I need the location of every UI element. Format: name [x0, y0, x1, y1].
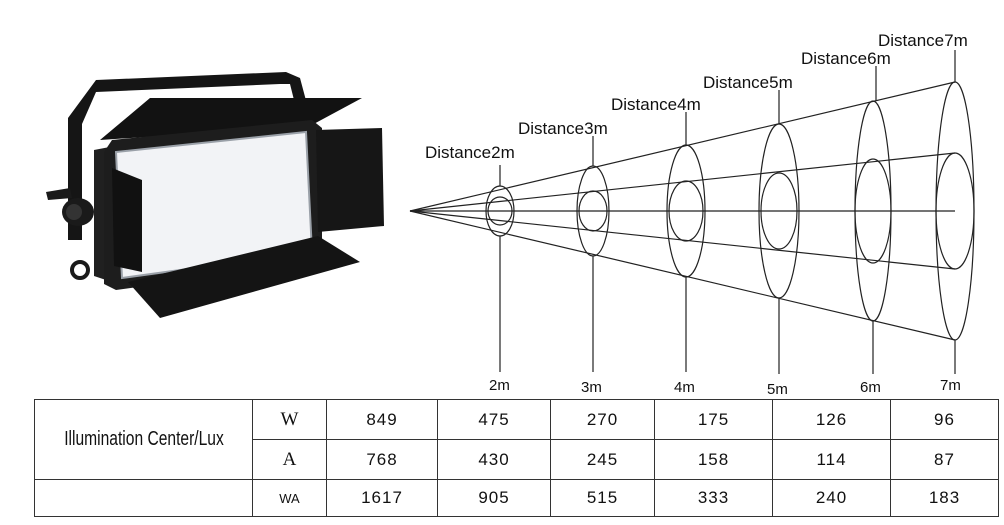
led-panel-light-image — [46, 72, 384, 318]
table-row-wa: WA 1617 905 515 333 240 183 — [34, 479, 999, 517]
inner-beam-ellipse — [668, 180, 704, 242]
distance-2m-group: Distance2m 2m — [425, 143, 515, 394]
beam-diagram: Distance2m 2m Distance3m 3m Distance4m 4… — [409, 31, 975, 398]
distance-3m-group: Distance3m 3m — [518, 119, 610, 396]
distance-4m-group: Distance4m 4m — [611, 95, 706, 396]
table-cell: 114 — [772, 439, 891, 481]
axis-label-7m: 7m — [940, 377, 961, 394]
table-row-w: Illumination Center/Lux W 849 475 270 17… — [35, 398, 999, 481]
axis-label-3m: 3m — [581, 379, 602, 396]
table-cell: 430 — [437, 439, 551, 481]
table-cell: 475 — [437, 398, 551, 441]
table-cell: 849 — [326, 398, 438, 441]
distance-6m-group: Distance6m 6m — [801, 49, 892, 396]
distance-7m-group: Distance7m 7m — [878, 31, 975, 394]
table-cell: 96 — [890, 398, 999, 441]
distance-label-4m: Distance4m — [611, 95, 701, 114]
table-cell: 515 — [550, 479, 655, 517]
distance-label-6m: Distance6m — [801, 49, 891, 68]
table-cell: 768 — [326, 439, 438, 481]
row-key-w: W — [252, 398, 327, 441]
axis-label-6m: 6m — [860, 379, 881, 396]
inner-beam-ellipse — [854, 158, 892, 264]
table-cell: 126 — [772, 398, 891, 441]
distance-5m-group: Distance5m 5m — [703, 73, 800, 398]
row-key-wa: WA — [252, 479, 327, 517]
table-cell: 1617 — [326, 479, 438, 517]
table-cell: 905 — [437, 479, 551, 517]
table-cell: 158 — [654, 439, 773, 481]
table-cell: 87 — [890, 439, 999, 481]
distance-label-7m: Distance7m — [878, 31, 968, 50]
illumination-table: Illumination Center/Lux W 849 475 270 17… — [34, 398, 999, 517]
row-key-a: A — [252, 439, 327, 481]
axis-label-2m: 2m — [489, 377, 510, 394]
table-cell: 270 — [550, 398, 655, 441]
empty-cell — [34, 479, 253, 517]
table-cell: 333 — [654, 479, 773, 517]
inner-beam-ellipse — [578, 190, 608, 232]
distance-label-5m: Distance5m — [703, 73, 793, 92]
table-cell: 183 — [890, 479, 999, 517]
inner-beam-ellipse — [760, 172, 798, 250]
table-row-a: A 768 430 245 158 114 87 — [35, 439, 999, 481]
distance-label-3m: Distance3m — [518, 119, 608, 138]
beam-cone-lines — [409, 81, 956, 341]
axis-label-4m: 4m — [674, 379, 695, 396]
distance-label-2m: Distance2m — [425, 143, 515, 162]
inner-beam-ellipse — [487, 196, 513, 226]
axis-label-5m: 5m — [767, 381, 788, 398]
row-label-illumination-center: Illumination Center/Lux — [58, 398, 229, 481]
table-cell: 240 — [772, 479, 891, 517]
inner-beam-ellipse — [935, 152, 975, 270]
table-cell: 245 — [550, 439, 655, 481]
table-cell: 175 — [654, 398, 773, 441]
